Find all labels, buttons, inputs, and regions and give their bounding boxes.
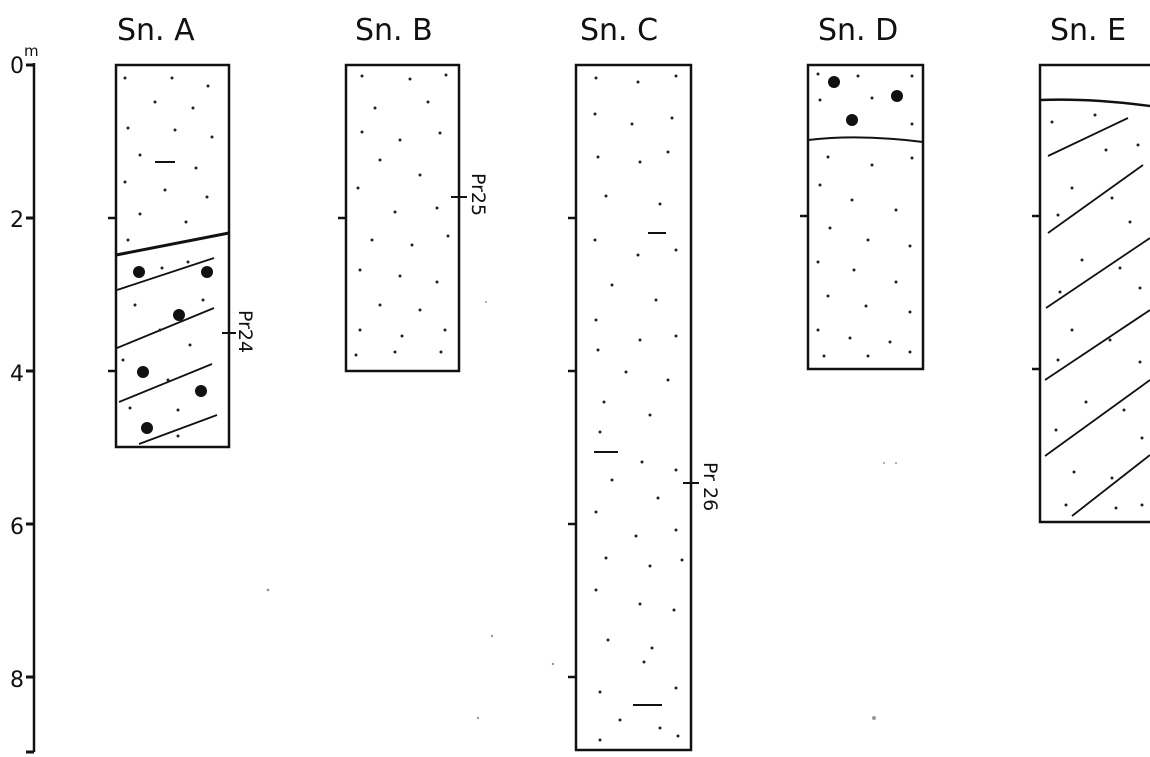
axis-tick-label-4: 4 [10,362,24,387]
section-d-title: Sn. D [818,13,898,48]
axis-tick-label-2: 2 [10,208,24,233]
axis-unit-label: m [24,42,39,60]
section-a-title: Sn. A [117,13,195,48]
section-d-layer-boundary [807,136,924,143]
sand-stipple [593,74,684,742]
cross-bedding-line [1044,309,1150,381]
section-c-frame [574,63,693,752]
axis-tick-label-6: 6 [10,515,24,540]
section-e-frame [1038,63,1150,524]
section-b-title: Sn. B [355,13,433,48]
cross-bedding-line [1044,379,1150,457]
cross-bedding-line [1047,164,1144,234]
sand-stipple [121,76,214,438]
section-d-column [800,63,925,371]
section-a-frame [114,63,231,449]
section-d-frame [806,63,925,371]
gravel-dot [846,114,858,126]
section-a-layer-boundary [115,231,230,257]
gravel-dot [173,309,185,321]
scan-specks [266,301,897,720]
gravel-dot [201,266,213,278]
section-e-column [1032,63,1150,524]
cross-bedding-line [138,414,218,445]
sand-stipple [816,72,914,358]
depth-axis: 0 m 2 4 6 8 [10,42,39,754]
axis-tick-label-0: 0 [10,54,24,79]
section-a-sample-label: Pr24 [234,310,256,353]
axis-tick-label-8: 8 [10,668,24,693]
gravel-dot [133,266,145,278]
cross-bedding-line [1045,237,1150,309]
cross-bedding-line [116,307,215,349]
section-a-column: Pr24 [108,63,256,449]
section-b-frame [344,63,461,373]
section-c-sample-label: Pr 26 [699,462,721,511]
gravel-dot [828,76,840,88]
gravel-dot [141,422,153,434]
sand-stipple [1050,113,1144,510]
gravel-dot [891,90,903,102]
cross-bedding-line [118,363,213,403]
section-b-sample-label: Pr25 [467,173,489,216]
section-c-column: Pr 26 [568,63,721,752]
gravel-dot [137,366,149,378]
cross-bedding-line [116,257,215,291]
section-c-title: Sn. C [580,13,658,48]
section-e-layer-boundary [1039,98,1150,108]
cross-bedding-line [1071,454,1150,517]
cross-bedding-line [1047,117,1129,157]
section-b-column: Pr25 [338,63,489,373]
sand-stipple [354,73,450,357]
gravel-dot [195,385,207,397]
section-e-title: Sn. E [1050,13,1126,48]
